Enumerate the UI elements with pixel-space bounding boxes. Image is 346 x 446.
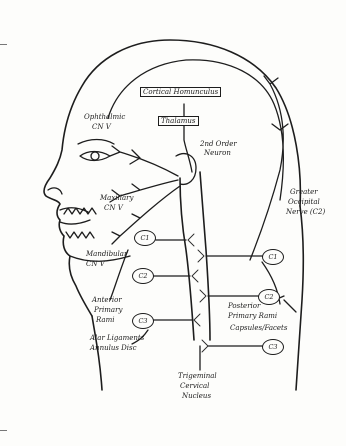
skull-inner-outline <box>108 60 283 200</box>
trigeminal-label-2: Cervical <box>180 382 209 390</box>
neck-back-outline <box>296 206 303 390</box>
greater-occipital-label-2: Occipital <box>288 198 320 206</box>
head-outline <box>44 40 300 316</box>
mandibular-label: Mandibular <box>86 250 127 258</box>
trigeminal-label-1: Trigeminal <box>178 372 217 380</box>
second-order-neuron-label-2: Neuron <box>204 149 231 157</box>
maxillary-label: Maxillary <box>100 194 133 202</box>
c2-right-circle: C2 <box>258 289 280 305</box>
ear-outline <box>176 154 196 185</box>
neck-front-outline <box>92 316 102 390</box>
alar-ligaments-label: Alar Ligaments <box>90 334 144 342</box>
posterior-rami-label-2: Primary Rami <box>228 312 277 320</box>
c3-left-circle: C3 <box>132 313 154 329</box>
c1-left-circle: C1 <box>134 230 156 246</box>
thalamus-pathway <box>184 126 192 172</box>
ophthalmic-nerve <box>110 146 178 176</box>
thalamus-label: Thalamus <box>158 116 199 126</box>
maxillary-cn-label: CN V <box>104 204 123 212</box>
trigeminal-label-3: Nucleus <box>182 392 211 400</box>
mandibular-cn-label: CN V <box>86 260 105 268</box>
greater-occipital-nerve <box>250 76 288 260</box>
posterior-rami-label-1: Posterior <box>228 302 260 310</box>
c3-right-circle: C3 <box>262 339 284 355</box>
c2-left-circle: C2 <box>132 268 154 284</box>
eyebrow <box>78 140 114 145</box>
greater-occipital-label-3: Nerve (C2) <box>286 208 325 216</box>
ophthalmic-cn-label: CN V <box>92 123 111 131</box>
eye-outline <box>80 152 110 161</box>
lower-teeth <box>66 232 94 238</box>
c1-right-circle: C1 <box>262 249 284 265</box>
greater-occipital-label-1: Greater <box>290 188 318 196</box>
second-order-neuron-label: 2nd Order <box>200 140 237 148</box>
eye-iris <box>91 152 99 160</box>
anterior-rami-label-2: Primary <box>94 306 122 314</box>
anterior-rami-label-1: Anterior <box>92 296 122 304</box>
spinal-cord-left <box>180 178 194 340</box>
posterior-rami-label-3: Capsules/Facets <box>230 324 287 332</box>
ophthalmic-label: Ophthalmic <box>84 113 125 121</box>
anterior-rami-label-3: Rami <box>96 316 114 324</box>
cortical-homunculus-label: Cortical Homunculus <box>140 87 221 97</box>
nostril <box>48 188 62 194</box>
annulus-disc-label: Annulus Disc <box>90 344 137 352</box>
